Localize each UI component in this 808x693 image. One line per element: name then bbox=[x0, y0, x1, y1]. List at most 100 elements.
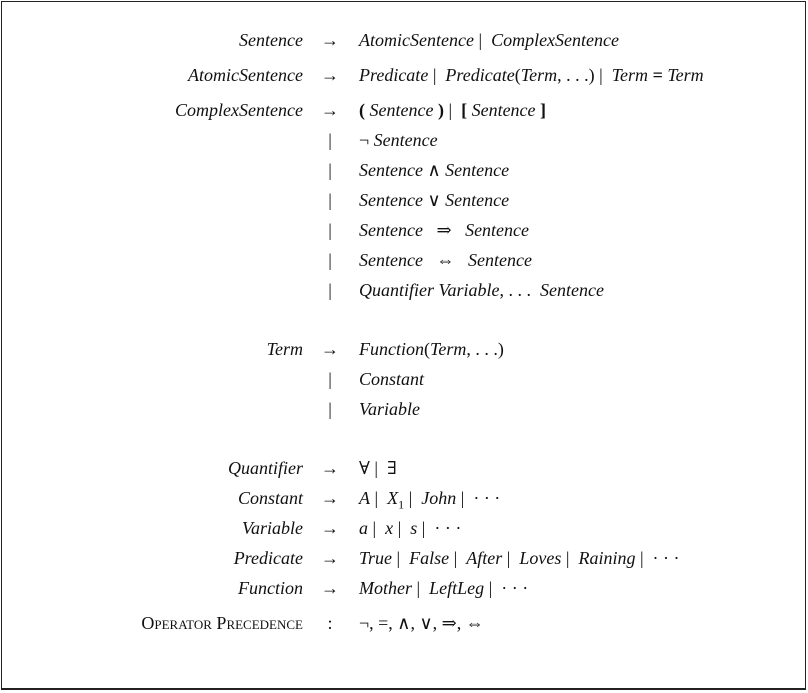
rule-rhs: Mother | LeftLeg | · · · bbox=[359, 575, 528, 601]
rhs-token: | bbox=[449, 548, 467, 568]
rhs-token: , . . .) bbox=[466, 339, 504, 359]
rhs-token: LeftLeg bbox=[429, 578, 485, 598]
rule-operator: | bbox=[328, 130, 332, 150]
rhs-token: | bbox=[392, 548, 410, 568]
rule-rhs: Constant bbox=[359, 366, 424, 392]
rhs-token: | bbox=[412, 578, 430, 598]
grammar-row: | Sentence ⇒ Sentence bbox=[0, 217, 808, 243]
grammar-row: Variable→a | x | s | · · · bbox=[0, 515, 808, 541]
rule-rhs: AtomicSentence | ComplexSentence bbox=[359, 27, 619, 53]
rhs-token: Term bbox=[607, 65, 653, 85]
rule-rhs: Sentence ∨ Sentence bbox=[359, 187, 509, 213]
rhs-token: | bbox=[368, 518, 386, 538]
rule-operator: → bbox=[321, 30, 339, 50]
rhs-token: x bbox=[385, 518, 394, 538]
grammar-row: | Variable bbox=[0, 396, 808, 422]
rhs-token: | · · · bbox=[417, 518, 462, 538]
grammar-row: Function → Mother | LeftLeg | · · · bbox=[0, 575, 808, 601]
rhs-token: | bbox=[502, 548, 520, 568]
rhs-token: | bbox=[428, 65, 441, 85]
rule-operator: → bbox=[321, 458, 339, 478]
rule-lhs: Operator Precedence bbox=[141, 613, 303, 633]
rule-lhs: Variable bbox=[242, 518, 303, 538]
rhs-token: ( bbox=[514, 65, 521, 85]
rhs-token: Variable bbox=[359, 399, 420, 419]
rhs-token: | bbox=[393, 518, 411, 538]
rhs-token: ∧ bbox=[422, 160, 446, 180]
rhs-token: A bbox=[359, 488, 370, 508]
rule-operator: | bbox=[328, 369, 332, 389]
grammar-row: Predicate→True | False | After | Loves |… bbox=[0, 545, 808, 571]
rhs-token: , . . . bbox=[499, 280, 540, 300]
rule-lhs: Predicate bbox=[233, 548, 303, 568]
rhs-token: Sentence bbox=[369, 100, 434, 120]
rule-rhs: ¬, =, ∧, ∨, ⇒, ⇔ bbox=[359, 610, 484, 636]
rhs-token: ( bbox=[359, 100, 370, 120]
rule-operator: | bbox=[328, 160, 332, 180]
rule-operator: → bbox=[321, 578, 339, 598]
grammar-row: | Constant bbox=[0, 366, 808, 392]
rhs-token: Sentence bbox=[359, 190, 423, 210]
rule-rhs: Sentence ∧ Sentence bbox=[359, 157, 509, 183]
rule-operator: → bbox=[321, 548, 339, 568]
rhs-token: Raining bbox=[578, 548, 636, 568]
rule-lhs: Quantifier bbox=[228, 458, 303, 478]
rhs-token: True bbox=[359, 548, 393, 568]
rhs-token: = bbox=[652, 65, 663, 85]
rhs-token: ¬ bbox=[359, 130, 374, 150]
rule-rhs: A | X1 | John | · · · bbox=[359, 485, 500, 518]
rhs-token: X bbox=[387, 488, 399, 508]
rule-rhs: Variable bbox=[359, 396, 420, 422]
rule-rhs: Sentence ⇒ Sentence bbox=[359, 217, 529, 243]
rhs-token: Sentence bbox=[445, 160, 510, 180]
rule-operator: → bbox=[321, 488, 339, 508]
rhs-token: 1 bbox=[398, 497, 405, 512]
rhs-token: ⇔ bbox=[422, 250, 468, 270]
rule-rhs: ( Sentence ) | [ Sentence ] bbox=[359, 97, 546, 123]
rule-operator: | bbox=[328, 280, 332, 300]
grammar-row: Quantifier→∀ | ∃ bbox=[0, 455, 808, 481]
rhs-token: | · · · bbox=[635, 548, 680, 568]
rhs-token: Sentence bbox=[373, 130, 438, 150]
rhs-token: | bbox=[443, 100, 457, 120]
rhs-token: False bbox=[409, 548, 450, 568]
rhs-token: Term bbox=[430, 339, 467, 359]
rhs-token: | · · · bbox=[456, 488, 501, 508]
rhs-token: | bbox=[561, 548, 579, 568]
rhs-token: Predicate bbox=[440, 65, 515, 85]
rule-operator: → bbox=[321, 339, 339, 359]
grammar-row: | Quantifier Variable, . . . Sentence bbox=[0, 277, 808, 303]
rhs-token: ComplexSentence bbox=[486, 30, 620, 50]
rhs-token: John bbox=[421, 488, 457, 508]
rhs-token: Mother bbox=[359, 578, 412, 598]
rhs-token: ∨ bbox=[422, 190, 446, 210]
rhs-token: Constant bbox=[359, 369, 425, 389]
rule-rhs: a | x | s | · · · bbox=[359, 515, 461, 541]
grammar-row: | ¬ Sentence bbox=[0, 127, 808, 153]
rule-operator: | bbox=[328, 220, 332, 240]
rule-operator: | bbox=[328, 190, 332, 210]
rhs-token: Term bbox=[520, 65, 558, 85]
rule-rhs: ¬ Sentence bbox=[359, 127, 438, 153]
rhs-token: Quantifier Variable bbox=[359, 280, 500, 300]
rule-rhs: Quantifier Variable, . . . Sentence bbox=[359, 277, 604, 303]
rule-operator: | bbox=[328, 399, 332, 419]
rule-lhs: AtomicSentence bbox=[188, 65, 303, 85]
rhs-token: Sentence bbox=[465, 220, 530, 240]
rhs-token: Term bbox=[662, 65, 704, 85]
grammar-row: Term→Function(Term, . . .) bbox=[0, 336, 808, 362]
rhs-token: Predicate bbox=[359, 65, 429, 85]
rule-rhs: Predicate | Predicate(Term, . . .) | Ter… bbox=[359, 62, 704, 88]
rhs-token: Sentence bbox=[445, 190, 510, 210]
rhs-token: ] bbox=[535, 100, 547, 120]
rhs-token: | bbox=[370, 488, 388, 508]
rhs-token: , . . .) | bbox=[557, 65, 608, 85]
rhs-token: | bbox=[473, 30, 487, 50]
rhs-token: ( bbox=[424, 339, 430, 359]
rule-lhs: Function bbox=[238, 578, 303, 598]
rhs-token: Loves bbox=[519, 548, 562, 568]
rhs-token: Sentence bbox=[540, 280, 604, 300]
rhs-token: AtomicSentence bbox=[359, 30, 474, 50]
rule-lhs: ComplexSentence bbox=[175, 100, 303, 120]
